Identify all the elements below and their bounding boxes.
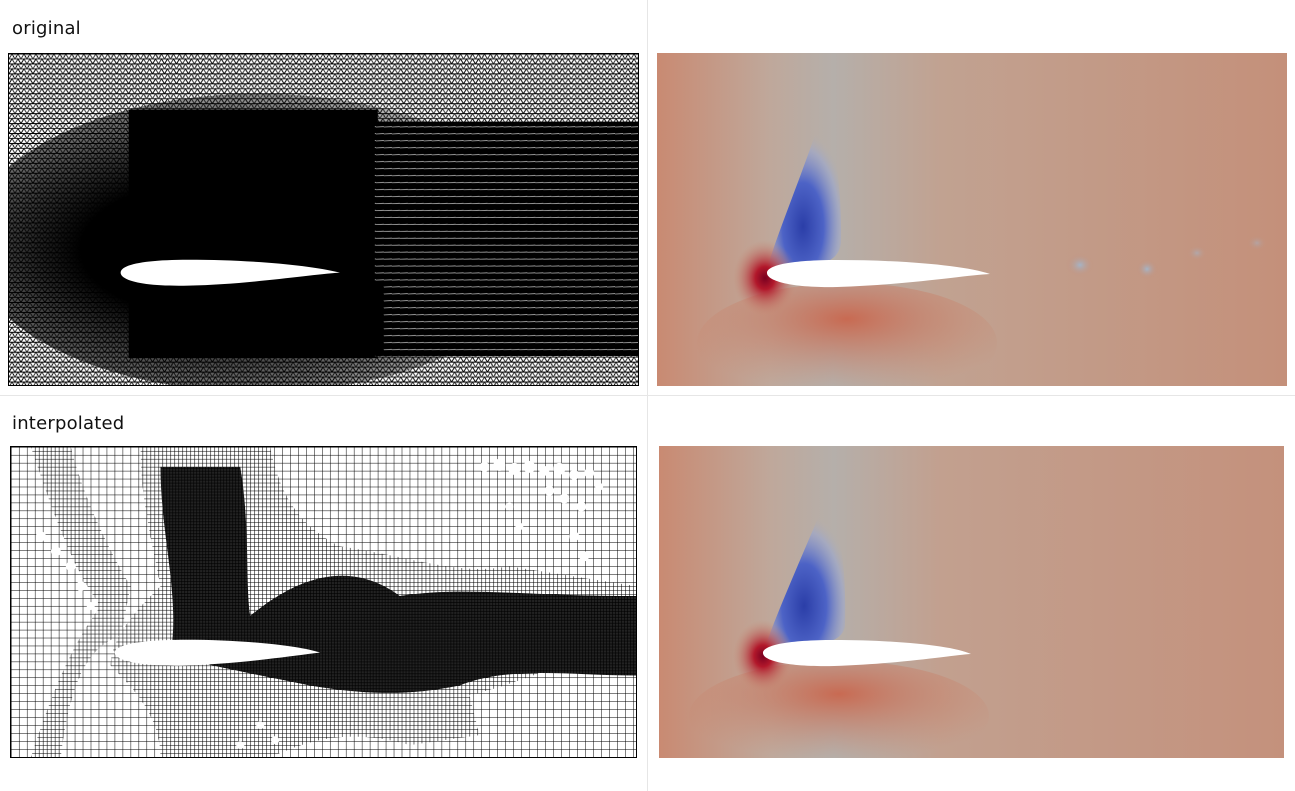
- wake-refined-block: [304, 282, 384, 353]
- original-mesh-view[interactable]: [8, 53, 639, 386]
- suction-region: [765, 113, 842, 275]
- interpolated-mesh-canvas: [11, 447, 636, 757]
- interpolated-mesh-view[interactable]: [10, 446, 637, 758]
- original-field-canvas: [657, 53, 1287, 386]
- airfoil-shape: [763, 640, 971, 667]
- airfoil-shape: [114, 639, 321, 666]
- stagnation-point: [733, 240, 797, 316]
- wake-structured-region: [374, 121, 638, 357]
- dense-wake-region: [160, 466, 636, 693]
- suction-region: [763, 496, 846, 653]
- airfoil-shape: [767, 260, 990, 288]
- wake-vortex: [1187, 245, 1207, 261]
- refined-region-left: [30, 447, 131, 757]
- viewport-divider-horizontal: [0, 395, 1295, 396]
- wake-vortex: [1247, 235, 1267, 251]
- original-mesh-canvas: [9, 54, 638, 385]
- stagnation-point: [733, 620, 793, 692]
- viewport-label-original: original: [12, 18, 81, 39]
- interpolated-field-canvas: [659, 446, 1284, 758]
- airfoil-shape: [120, 259, 340, 286]
- wake-vortex: [1066, 253, 1094, 277]
- viewport-label-interpolated: interpolated: [12, 413, 125, 434]
- original-field-view[interactable]: [657, 53, 1287, 386]
- interpolated-field-view[interactable]: [659, 446, 1284, 758]
- wake-vortex: [1136, 259, 1158, 279]
- empty-cells: [35, 458, 604, 750]
